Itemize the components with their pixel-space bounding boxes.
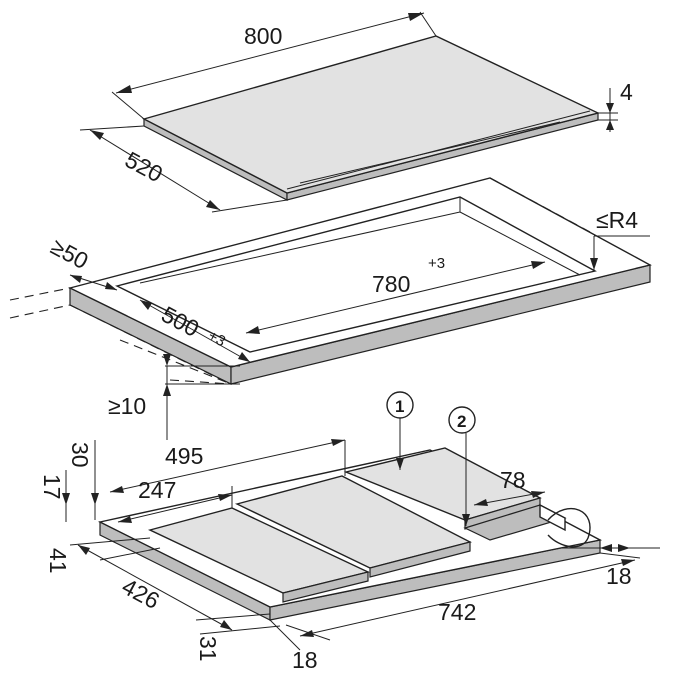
worktop-frame xyxy=(68,177,652,385)
dimension-label-30: 30 xyxy=(67,442,93,468)
dimension-tolerance-780: +3 xyxy=(428,255,445,272)
callout-2: 2 xyxy=(448,406,476,526)
dimension-label-247: 247 xyxy=(138,477,176,503)
dimension-label-r4: ≤R4 xyxy=(596,207,638,233)
dimension-label-520: 520 xyxy=(121,146,167,187)
dimension-label-780: 780 xyxy=(372,271,410,297)
dimension-label-31: 31 xyxy=(195,636,221,662)
dimension-500: 500 +3 xyxy=(139,299,251,363)
dimension-41: 41 xyxy=(45,537,161,574)
dimension-742: 742 xyxy=(299,552,641,637)
dimension-78: 78 xyxy=(473,467,546,506)
hob-glass-panel xyxy=(142,35,601,201)
dimension-tolerance-500: +3 xyxy=(205,327,228,350)
dimension-label-78: 78 xyxy=(500,467,526,493)
dimension-label-426: 426 xyxy=(118,573,164,614)
dimension-label-742: 742 xyxy=(438,599,476,625)
dimension-r4: ≤R4 xyxy=(590,207,650,270)
hob-body xyxy=(97,447,603,621)
dimension-18-front: 18 xyxy=(269,619,331,673)
callout-label-2: 2 xyxy=(457,412,466,431)
dimension-label-50: ≥50 xyxy=(47,233,93,274)
dimension-247: 247 xyxy=(117,477,233,523)
projection-lines xyxy=(9,177,591,385)
callout-1: 1 xyxy=(386,391,414,470)
dimension-800: 800 xyxy=(111,11,437,120)
dimension-label-41: 41 xyxy=(45,548,71,574)
dimension-label-800: 800 xyxy=(244,23,282,49)
dimension-31: 31 xyxy=(195,613,281,662)
dimension-label-495: 495 xyxy=(165,443,203,469)
dimension-10: ≥10 xyxy=(108,354,240,440)
dimension-30: 30 xyxy=(67,440,99,520)
dimension-4: 4 xyxy=(598,79,633,132)
callout-label-1: 1 xyxy=(395,397,404,416)
dimension-17: 17 xyxy=(39,470,70,522)
dimension-780: 780 +3 xyxy=(245,255,546,334)
dimension-label-4: 4 xyxy=(620,79,633,105)
dimension-label-18-front: 18 xyxy=(292,647,318,673)
dimension-label-17: 17 xyxy=(39,474,65,500)
dimension-18-right: 18 xyxy=(560,544,660,589)
dimension-label-18-right: 18 xyxy=(606,563,632,589)
dimension-label-10: ≥10 xyxy=(108,393,146,419)
dimension-495: 495 xyxy=(109,439,346,493)
